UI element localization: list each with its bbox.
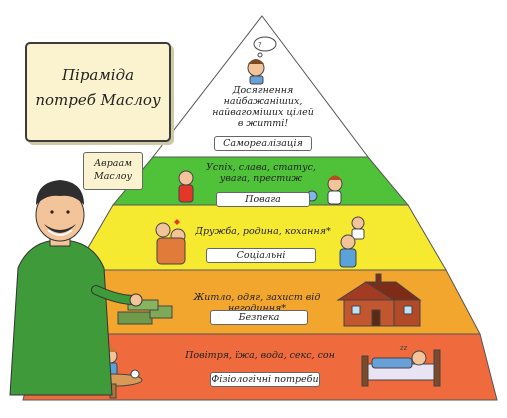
esteem-text-2: увага, престиж <box>219 173 303 184</box>
self-actualization-label: Самореалізація <box>214 136 312 151</box>
esteem-description: Успіх, слава, статус, увага, престиж <box>196 162 326 184</box>
title-line-2: потреб Маслоу <box>35 91 161 109</box>
social-label: Соціальні <box>206 248 316 263</box>
pyramid-title-note: Піраміда потреб Маслоу <box>25 42 171 142</box>
money-stack-icon <box>117 299 173 325</box>
parent-with-child-icon <box>339 216 365 268</box>
safety-text-1: Житло, одяг, захист від негодиння* <box>193 292 321 314</box>
self-actualization-description: Досягнення найбажаніших, найвагоміших ці… <box>200 85 326 129</box>
award-person-icon <box>178 170 194 203</box>
self-actualization-text-4: в житті! <box>237 118 289 129</box>
author-line-2: Маслоу <box>94 171 132 182</box>
sleeping-person-icon: zz <box>361 344 441 387</box>
physiological-label: Фізіологічні потреби <box>210 372 320 387</box>
author-name-tag: Авраам Маслоу <box>83 152 143 190</box>
thinking-person-icon <box>247 59 265 85</box>
self-actualization-text-3: найвагоміших цілей <box>212 107 314 118</box>
house-icon <box>336 273 422 327</box>
level-self-actualization <box>151 15 370 158</box>
thought-bubble-icon: ? <box>253 36 277 58</box>
abraham-maslow-figure <box>9 180 143 396</box>
hugging-couple-icon <box>155 219 186 265</box>
svg-text:?: ? <box>258 41 262 49</box>
physiological-text-1: Повітря, їжа, вода, секс, сон <box>185 350 335 361</box>
esteem-label: Повага <box>216 192 310 207</box>
safety-description: Житло, одяг, захист від негодиння* <box>168 292 346 314</box>
esteem-text-1: Успіх, слава, статус, <box>206 162 316 173</box>
title-line-1: Піраміда <box>61 66 135 84</box>
safety-label: Безпека <box>210 310 308 325</box>
physiological-description: Повітря, їжа, вода, секс, сон <box>178 350 342 361</box>
social-text-1: Дружба, родина, кохання* <box>195 226 331 237</box>
self-actualization-text-2: найбажаніших, <box>223 96 303 107</box>
self-actualization-text-1: Досягнення <box>232 85 294 96</box>
svg-text:zz: zz <box>400 344 408 352</box>
social-description: Дружба, родина, кохання* <box>190 226 336 237</box>
author-line-1: Авраам <box>93 158 132 169</box>
